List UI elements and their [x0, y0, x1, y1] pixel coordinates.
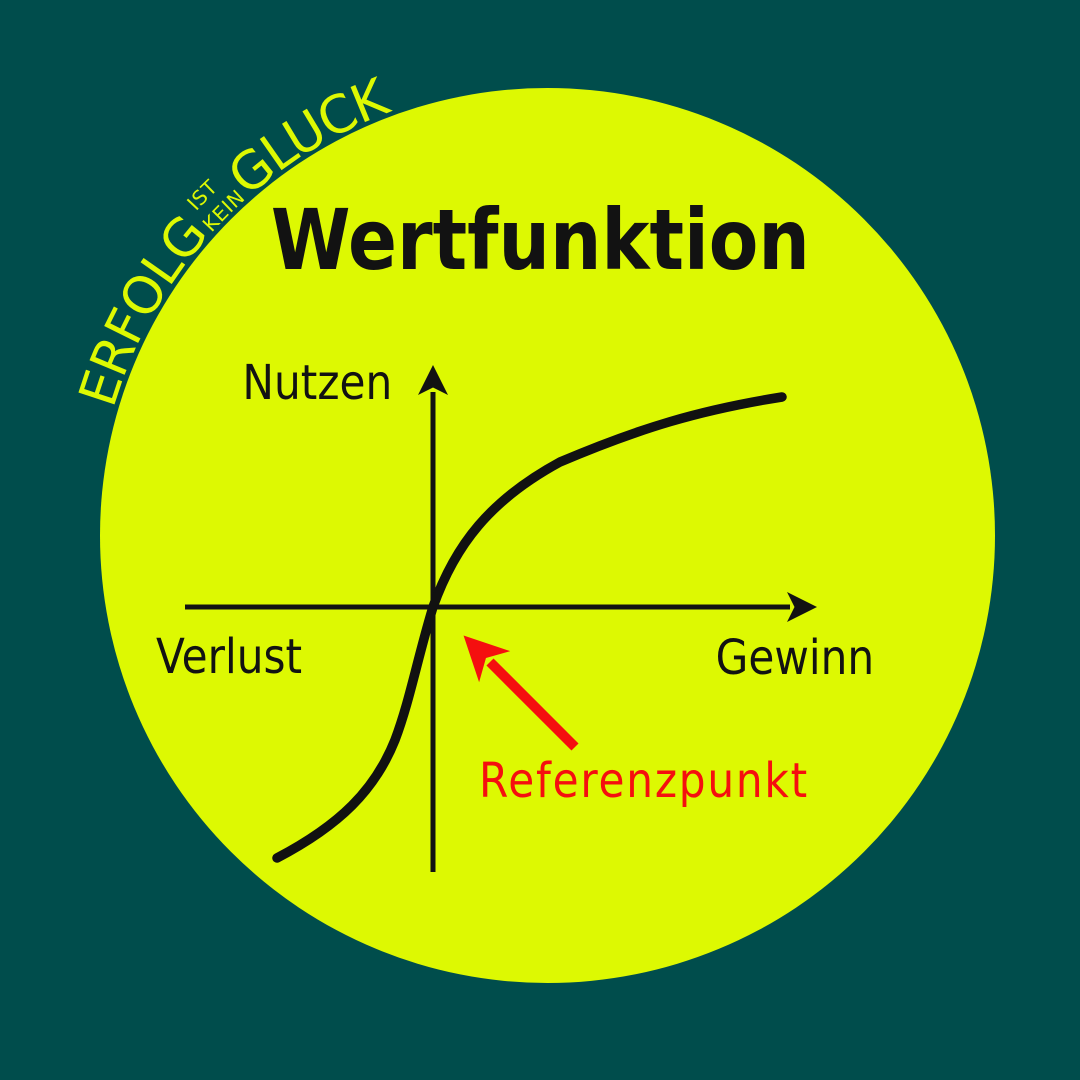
reference-point-arrow	[463, 635, 579, 751]
x-axis-negative-label-text: Verlust	[156, 629, 303, 685]
reference-point-annotation-text: Referenzpunkt	[479, 753, 809, 809]
chart-title: Wertfunktion	[0, 198, 1080, 282]
y-axis-label-text: Nutzen	[242, 355, 392, 411]
value-function-curve	[272, 392, 787, 863]
yellow-circle	[100, 88, 995, 983]
x-axis-positive-label: Gewinn	[624, 634, 874, 682]
logo-arc-text-gluck: GLUCK	[217, 67, 398, 207]
chart-title-text: Wertfunktion	[270, 191, 810, 289]
y-axis-label: Nutzen	[142, 359, 392, 407]
reference-point-annotation: Referenzpunkt	[479, 757, 854, 805]
x-axis-negative-label: Verlust	[156, 633, 322, 681]
x-axis-positive-label-text: Gewinn	[715, 630, 874, 686]
